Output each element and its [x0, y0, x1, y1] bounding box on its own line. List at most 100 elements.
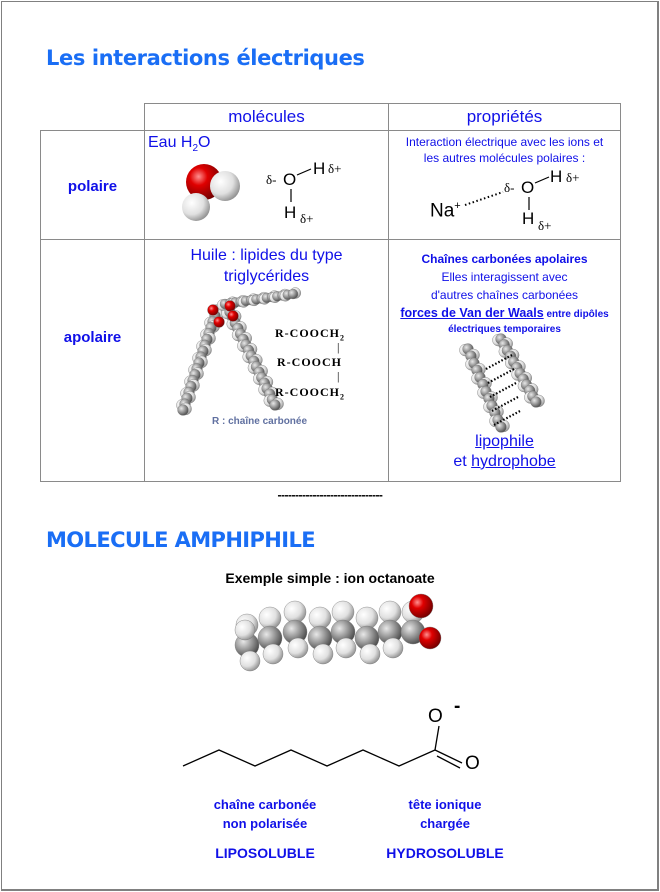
- hydrogen-atom: [287, 637, 309, 659]
- hydrogen-atom: [359, 643, 381, 665]
- table-border: [144, 103, 621, 104]
- triglyceride-title-line2: triglycérides: [223, 268, 310, 285]
- row-label-polaire: polaire: [67, 178, 118, 195]
- r-caption: R : chaîne carbonée: [212, 416, 308, 427]
- formula-bar-2: |: [337, 369, 341, 383]
- water-delta-plus-bottom: δ+: [300, 211, 314, 226]
- table-border: [40, 481, 621, 482]
- apolar-line1: Elles interagissent avec: [441, 270, 568, 284]
- double-bond-o-second: [436, 755, 461, 769]
- vdw-interaction-dots: [493, 410, 521, 426]
- vdw-interaction-dots: [489, 382, 517, 398]
- formula-line-3: R-COOCH2: [275, 385, 345, 401]
- oxygen-atom: [418, 626, 442, 650]
- carbon-atom: [177, 404, 189, 416]
- oxygen-atom: [227, 310, 239, 322]
- oxygen-atom: [224, 300, 236, 312]
- formula-line-2: R-COOCH: [277, 355, 342, 369]
- water-hydrogen-top: H: [313, 159, 326, 178]
- vdw-interaction-dots: [487, 368, 515, 384]
- water-label-sub: 2: [192, 143, 199, 155]
- van-der-waals-chains-model: [459, 333, 545, 433]
- hydrogen-atom: [331, 600, 355, 624]
- hydrogen-atom: [262, 643, 284, 665]
- head-label-line1: tête ionique: [408, 797, 482, 812]
- hydrogen-atom: [312, 643, 334, 665]
- row-label-apolaire: apolaire: [63, 329, 122, 346]
- carbon-atom: [269, 399, 281, 411]
- sodium-ion: Na+: [430, 200, 461, 222]
- table-border: [40, 130, 41, 482]
- carboxylate-oxygen-top: O: [428, 706, 443, 727]
- prop-water-bonds: [528, 176, 550, 210]
- sodium-symbol: Na: [430, 200, 455, 222]
- oxygen-atom: [408, 593, 434, 619]
- formula-line-1: R-COOCH2: [275, 326, 345, 342]
- carboxylate-oxygen-bottom: O: [465, 753, 480, 774]
- van-der-waals-link[interactable]: forces de Van der Waals: [400, 306, 544, 320]
- octanoate-skeletal-formula: [182, 725, 463, 769]
- lipophile-link[interactable]: lipophile: [475, 433, 534, 450]
- vdw-interaction-dots: [491, 396, 519, 412]
- chain-label-line1: chaîne carbonée: [213, 797, 317, 812]
- apolar-heading: Chaînes carbonées apolaires: [421, 252, 588, 266]
- water-hydrogen-bottom: H: [284, 203, 297, 222]
- table-border: [620, 103, 621, 482]
- hydrosoluble-tag: HYDROSOLUBLE: [386, 845, 504, 861]
- hydrogen-atom: [355, 606, 379, 630]
- ion-dipole-dots: [464, 191, 504, 206]
- hydrogen-atom: [378, 600, 402, 624]
- head-label: tête ionique chargée: [370, 795, 520, 833]
- apolar-line2: d'autres chaînes carbonées: [430, 288, 579, 302]
- head-label-line2: chargée: [420, 816, 470, 831]
- carbon-chain: [182, 749, 436, 767]
- hydrogen-atom: [210, 171, 240, 201]
- formula-line-1-text: R-COOCH: [275, 326, 340, 340]
- prop-hydrogen-bottom: H: [522, 209, 535, 228]
- table-border: [388, 103, 389, 482]
- sodium-charge: +: [454, 200, 461, 212]
- carbon-atom: [287, 288, 299, 300]
- oxygen-atom: [207, 304, 219, 316]
- triglyceride-molecule-model: [176, 287, 302, 416]
- et-text: et: [453, 453, 472, 470]
- section-title-amphiphile: MOLECULE AMPHIPHILE: [46, 528, 316, 552]
- table-border: [40, 239, 621, 240]
- hydrogen-atom: [234, 619, 256, 641]
- water-bonds: [290, 168, 312, 202]
- water-label-suffix: O: [198, 134, 211, 151]
- header-molecules: molécules: [228, 107, 305, 126]
- water-oxygen: O: [283, 170, 297, 189]
- vdw-line: forces de Van der Waals entre dipôles: [389, 304, 620, 324]
- hydrophobe-link[interactable]: hydrophobe: [471, 453, 556, 470]
- apolar-property-text: Chaînes carbonées apolaires Elles intera…: [389, 250, 620, 336]
- water-molecule-model: [182, 164, 240, 221]
- hydrogen-atom: [239, 650, 261, 672]
- water-label-prefix: Eau H: [148, 134, 193, 151]
- formula-line-1-sub: 2: [340, 333, 345, 343]
- polar-property-line1: Interaction électrique avec les ions et: [405, 135, 604, 149]
- vdw-interaction-dots: [485, 354, 513, 370]
- apolar-line3: électriques temporaires: [448, 324, 561, 335]
- chain-label: chaîne carbonée non polarisée: [190, 795, 340, 833]
- formula-bar-1: |: [337, 340, 341, 354]
- oxygen-atom: [213, 316, 225, 328]
- table-border: [144, 103, 145, 482]
- hydrogen-atom: [308, 606, 332, 630]
- table-border: [40, 130, 621, 131]
- separator: ------------------------------: [277, 488, 383, 502]
- vdw-suffix: entre dipôles: [543, 309, 609, 320]
- water-label: Eau H2O: [148, 134, 210, 154]
- hydrogen-atom: [258, 606, 282, 630]
- prop-delta-plus-top: δ+: [566, 170, 580, 185]
- formula-line-3-sub: 2: [340, 392, 345, 402]
- liposoluble-tag: LIPOSOLUBLE: [215, 845, 315, 861]
- carbon-atom: [530, 396, 542, 408]
- polar-property-line2: les autres molécules polaires :: [423, 151, 586, 165]
- carboxylate-charge: -: [454, 696, 461, 717]
- prop-hydrogen-top: H: [550, 167, 563, 186]
- chain-label-line2: non polarisée: [222, 816, 308, 831]
- prop-delta-minus: δ-: [504, 180, 515, 195]
- hydrogen-atom: [182, 193, 210, 221]
